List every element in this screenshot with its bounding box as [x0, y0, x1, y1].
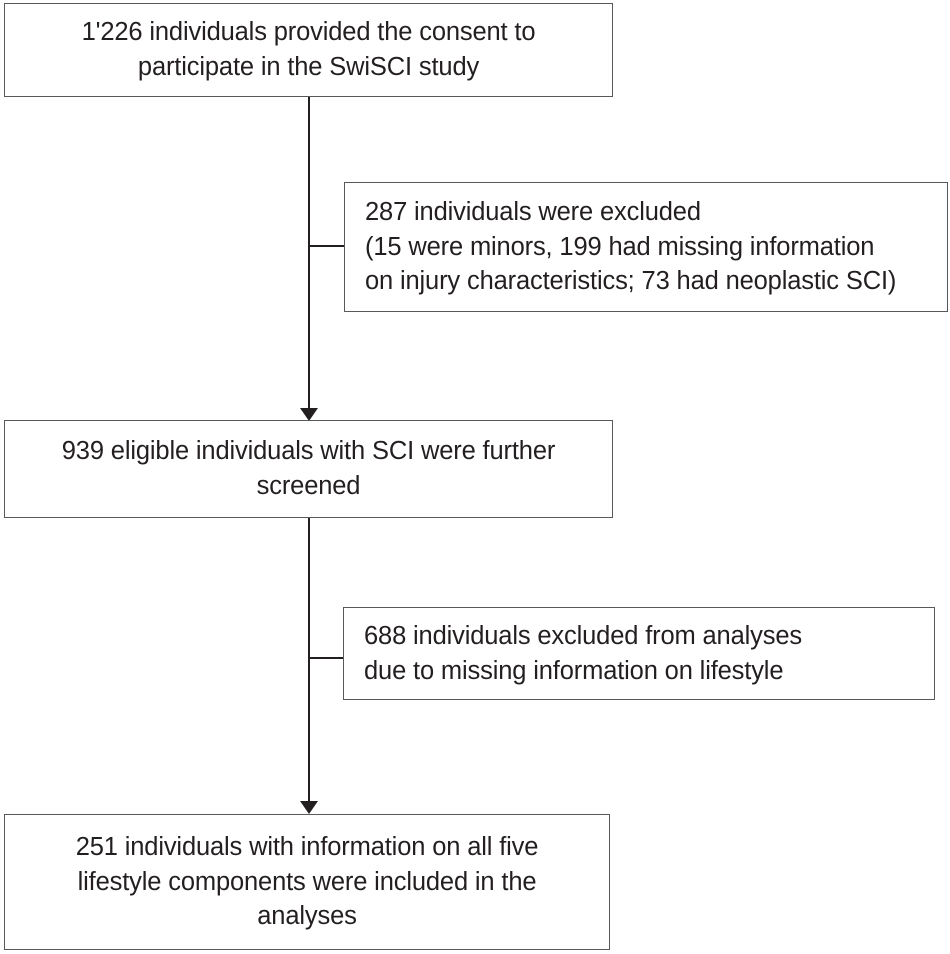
connector-consent-to-eligible	[308, 97, 310, 409]
flow-node-eligible: 939 eligible individuals with SCI were f…	[4, 420, 613, 518]
flow-node-excluded-2-line-1: 688 individuals excluded from analyses	[364, 621, 802, 650]
flow-node-eligible-line-1: 939 eligible individuals with SCI were f…	[61, 437, 556, 466]
flow-node-excluded-1-line-2: (15 were minors, 199 had missing informa…	[365, 232, 875, 261]
flow-node-excluded-1-line-3: on injury characteristics; 73 had neopla…	[365, 267, 897, 296]
flow-node-excluded-2: 688 individuals excluded from analyses d…	[343, 607, 935, 700]
flow-node-included-line-3: analyses	[257, 902, 357, 931]
arrowhead-down-into-eligible	[300, 408, 318, 421]
flow-node-excluded-1-line-1: 287 individuals were excluded	[365, 197, 701, 226]
connector-branch-to-excluded-2	[309, 657, 343, 659]
connector-eligible-to-included	[308, 518, 310, 802]
flow-node-consent: 1'226 individuals provided the consent t…	[4, 3, 613, 97]
flow-node-consent-line-1: 1'226 individuals provided the consent t…	[81, 18, 536, 47]
flow-node-excluded-2-line-2: due to missing information on lifestyle	[364, 656, 784, 685]
flow-node-consent-line-2: participate in the SwiSCI study	[137, 53, 480, 81]
flow-node-included-line-1: 251 individuals with information on all …	[75, 832, 539, 861]
arrowhead-down-into-included	[300, 801, 318, 814]
flow-node-included: 251 individuals with information on all …	[4, 814, 610, 950]
flow-node-excluded-1: 287 individuals were excluded (15 were m…	[344, 182, 948, 312]
connector-branch-to-excluded-1	[309, 245, 344, 247]
flow-node-eligible-line-2: screened	[256, 472, 361, 500]
flow-node-included-line-2: lifestyle components were included in th…	[77, 867, 537, 896]
